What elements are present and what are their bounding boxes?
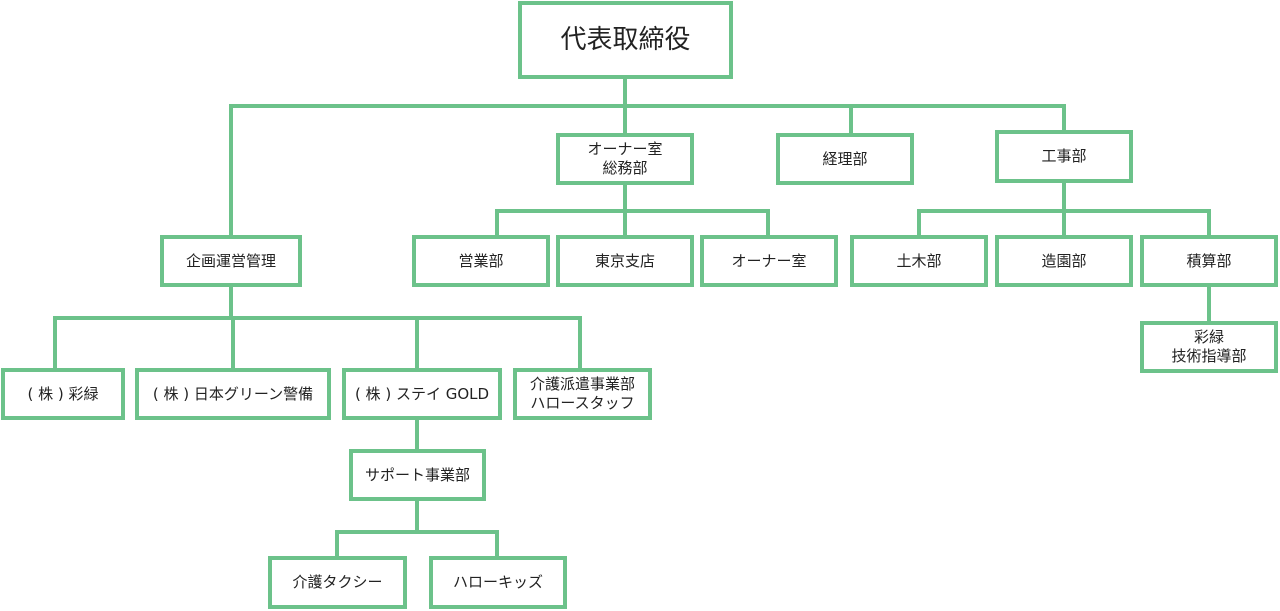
node-hello-kids: ハローキッズ xyxy=(429,556,567,609)
node-support-business: サポート事業部 xyxy=(349,449,486,501)
node-nihon-green-security: ( 株 ) 日本グリーン警備 xyxy=(135,368,331,420)
node-owner-office: オーナー室 xyxy=(700,235,838,287)
node-accounting: 経理部 xyxy=(776,133,914,185)
node-care-taxi: 介護タクシー xyxy=(268,556,407,609)
node-planning-management: 企画運営管理 xyxy=(160,235,302,287)
node-care-dispatch: 介護派遣事業部 ハロースタッフ xyxy=(513,368,652,420)
node-construction: 工事部 xyxy=(995,130,1133,183)
node-landscaping: 造園部 xyxy=(995,235,1133,287)
node-tokyo-branch: 東京支店 xyxy=(556,235,694,287)
node-owner-office-general-affairs: オーナー室 総務部 xyxy=(556,133,694,185)
node-stay-gold: ( 株 ) ステイ GOLD xyxy=(342,368,502,420)
node-sairoku-tech: 彩緑 技術指導部 xyxy=(1140,321,1278,373)
node-sales: 営業部 xyxy=(412,235,550,287)
node-ceo: 代表取締役 xyxy=(518,1,733,79)
node-civil-engineering: 土木部 xyxy=(850,235,988,287)
node-sairoku-co: ( 株 ) 彩緑 xyxy=(1,368,125,420)
node-estimating: 積算部 xyxy=(1140,235,1278,287)
